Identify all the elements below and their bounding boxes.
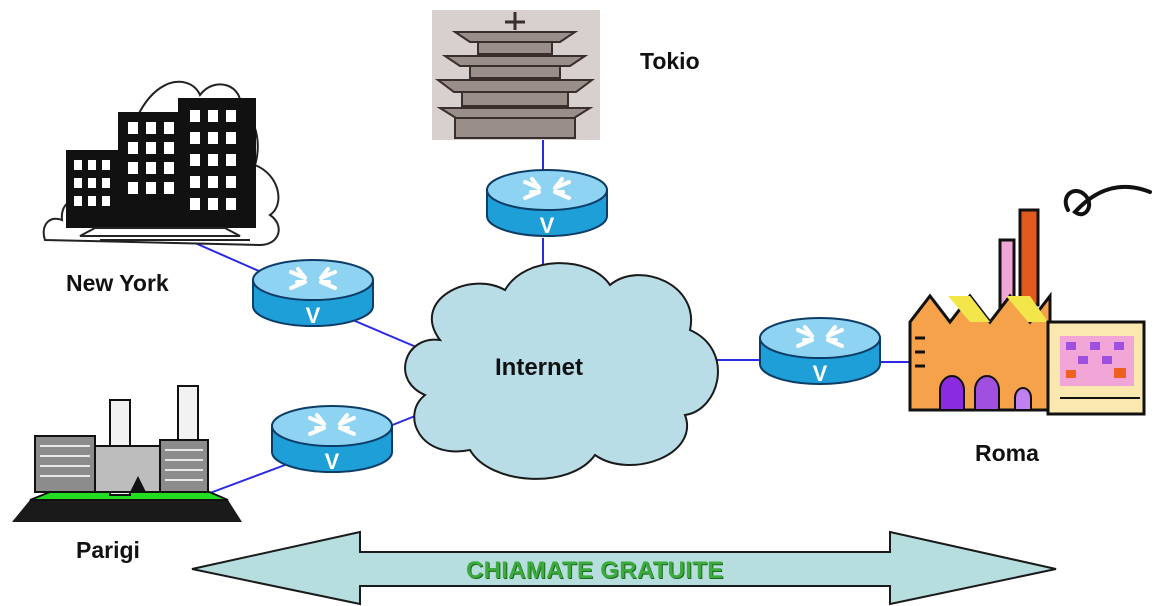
label-new-york: New York xyxy=(66,270,169,296)
router-newyork xyxy=(251,258,375,330)
label-internet: Internet xyxy=(495,354,584,381)
banner-text: CHIAMATE GRATUITE xyxy=(466,557,724,584)
label-tokio: Tokio xyxy=(640,48,700,74)
router-tokio xyxy=(485,168,609,240)
tokio-pagoda-icon xyxy=(432,10,600,140)
label-parigi: Parigi xyxy=(76,537,140,563)
free-calls-banner-arrow xyxy=(191,530,1057,606)
router-parigi xyxy=(270,404,394,476)
link-parigi xyxy=(209,464,286,494)
internet-cloud xyxy=(404,262,719,480)
roma-factory-icon xyxy=(908,184,1152,416)
label-roma: Roma xyxy=(975,440,1039,466)
parigi-building-icon xyxy=(12,385,242,522)
new-york-buildings-icon xyxy=(42,80,280,247)
router-roma xyxy=(758,316,882,388)
